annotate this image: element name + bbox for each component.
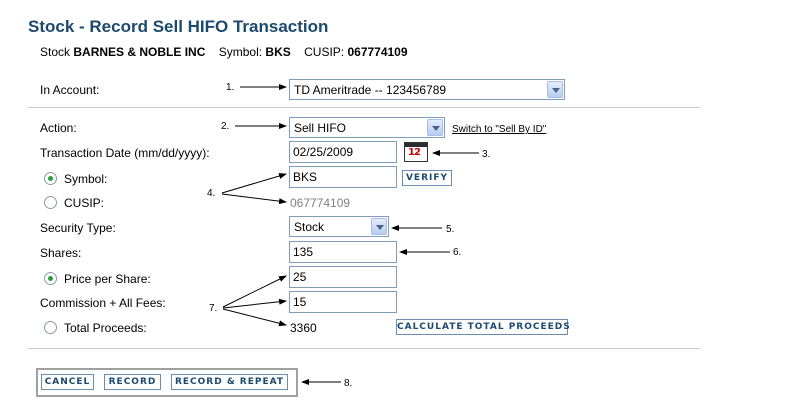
chevron-down-icon[interactable] <box>547 81 563 98</box>
symbol-input[interactable]: BKS <box>289 166 397 188</box>
account-select-value: TD Ameritrade -- 123456789 <box>294 83 447 97</box>
stock-summary: Stock BARNES & NOBLE INC Symbol: BKS CUS… <box>40 45 408 59</box>
callout-5: 5. <box>446 224 455 235</box>
callout-4: 4. <box>207 188 216 199</box>
record-repeat-button[interactable]: RECORD & REPEAT <box>171 374 288 390</box>
account-label: In Account: <box>40 83 100 97</box>
price-radio-label: Price per Share: <box>64 272 151 286</box>
commission-label: Commission + All Fees: <box>40 296 166 310</box>
cusip-value: 067774109 <box>347 45 408 59</box>
divider-bottom <box>28 348 700 349</box>
action-select[interactable]: Sell HIFO <box>289 117 445 138</box>
verify-button[interactable]: VERIFY <box>402 170 452 186</box>
symbol-radio-label: Symbol: <box>64 172 108 186</box>
calendar-icon[interactable]: 12 <box>404 142 428 162</box>
proceeds-radio[interactable] <box>44 321 57 334</box>
chevron-down-icon[interactable] <box>427 119 443 136</box>
callout-2: 2. <box>221 121 230 132</box>
proceeds-radio-label: Total Proceeds: <box>64 321 147 335</box>
cusip-input[interactable]: 067774109 <box>290 196 351 210</box>
switch-sell-by-id-link[interactable]: Switch to "Sell By ID" <box>452 124 547 135</box>
chevron-down-icon[interactable] <box>371 218 387 235</box>
cusip-label: CUSIP: <box>304 45 345 59</box>
arrow-7c <box>222 308 287 327</box>
calendar-icon-text: 12 <box>408 147 421 158</box>
date-label: Transaction Date (mm/dd/yyyy): <box>40 146 210 160</box>
account-select[interactable]: TD Ameritrade -- 123456789 <box>289 79 565 100</box>
action-label: Action: <box>40 121 77 135</box>
arrow-4b <box>221 193 287 205</box>
callout-1: 1. <box>226 82 235 93</box>
shares-input[interactable]: 135 <box>289 241 397 263</box>
commission-input[interactable]: 15 <box>289 291 397 313</box>
callout-8: 8. <box>344 378 353 389</box>
arrow-7b <box>222 298 287 309</box>
stock-label: Stock <box>40 45 71 59</box>
divider-top <box>28 107 700 108</box>
record-button[interactable]: RECORD <box>104 374 161 390</box>
shares-label: Shares: <box>40 246 82 260</box>
proceeds-value: 3360 <box>290 321 317 335</box>
transaction-date-input[interactable]: 02/25/2009 <box>289 141 397 163</box>
symbol-value: BKS <box>265 45 291 59</box>
page-title: Stock - Record Sell HIFO Transaction <box>28 17 329 36</box>
arrow-4a <box>221 173 287 194</box>
action-buttons-highlight <box>36 368 298 397</box>
calculate-proceeds-button[interactable]: CALCULATE TOTAL PROCEEDS <box>396 319 570 335</box>
price-radio[interactable] <box>44 272 57 285</box>
cusip-radio-label: CUSIP: <box>64 196 105 210</box>
action-select-value: Sell HIFO <box>294 121 347 135</box>
cusip-radio[interactable] <box>44 196 57 209</box>
arrow-7a <box>222 275 287 308</box>
symbol-label: Symbol: <box>218 45 263 59</box>
callout-3: 3. <box>482 149 491 160</box>
security-type-value: Stock <box>294 220 325 234</box>
callout-6: 6. <box>453 247 462 258</box>
symbol-radio[interactable] <box>44 172 57 185</box>
security-type-label: Security Type: <box>40 221 116 235</box>
cancel-button[interactable]: CANCEL <box>41 374 94 390</box>
stock-name: BARNES & NOBLE INC <box>73 45 206 59</box>
price-input[interactable]: 25 <box>289 266 397 288</box>
callout-7: 7. <box>209 303 218 314</box>
security-type-select[interactable]: Stock <box>289 216 389 237</box>
